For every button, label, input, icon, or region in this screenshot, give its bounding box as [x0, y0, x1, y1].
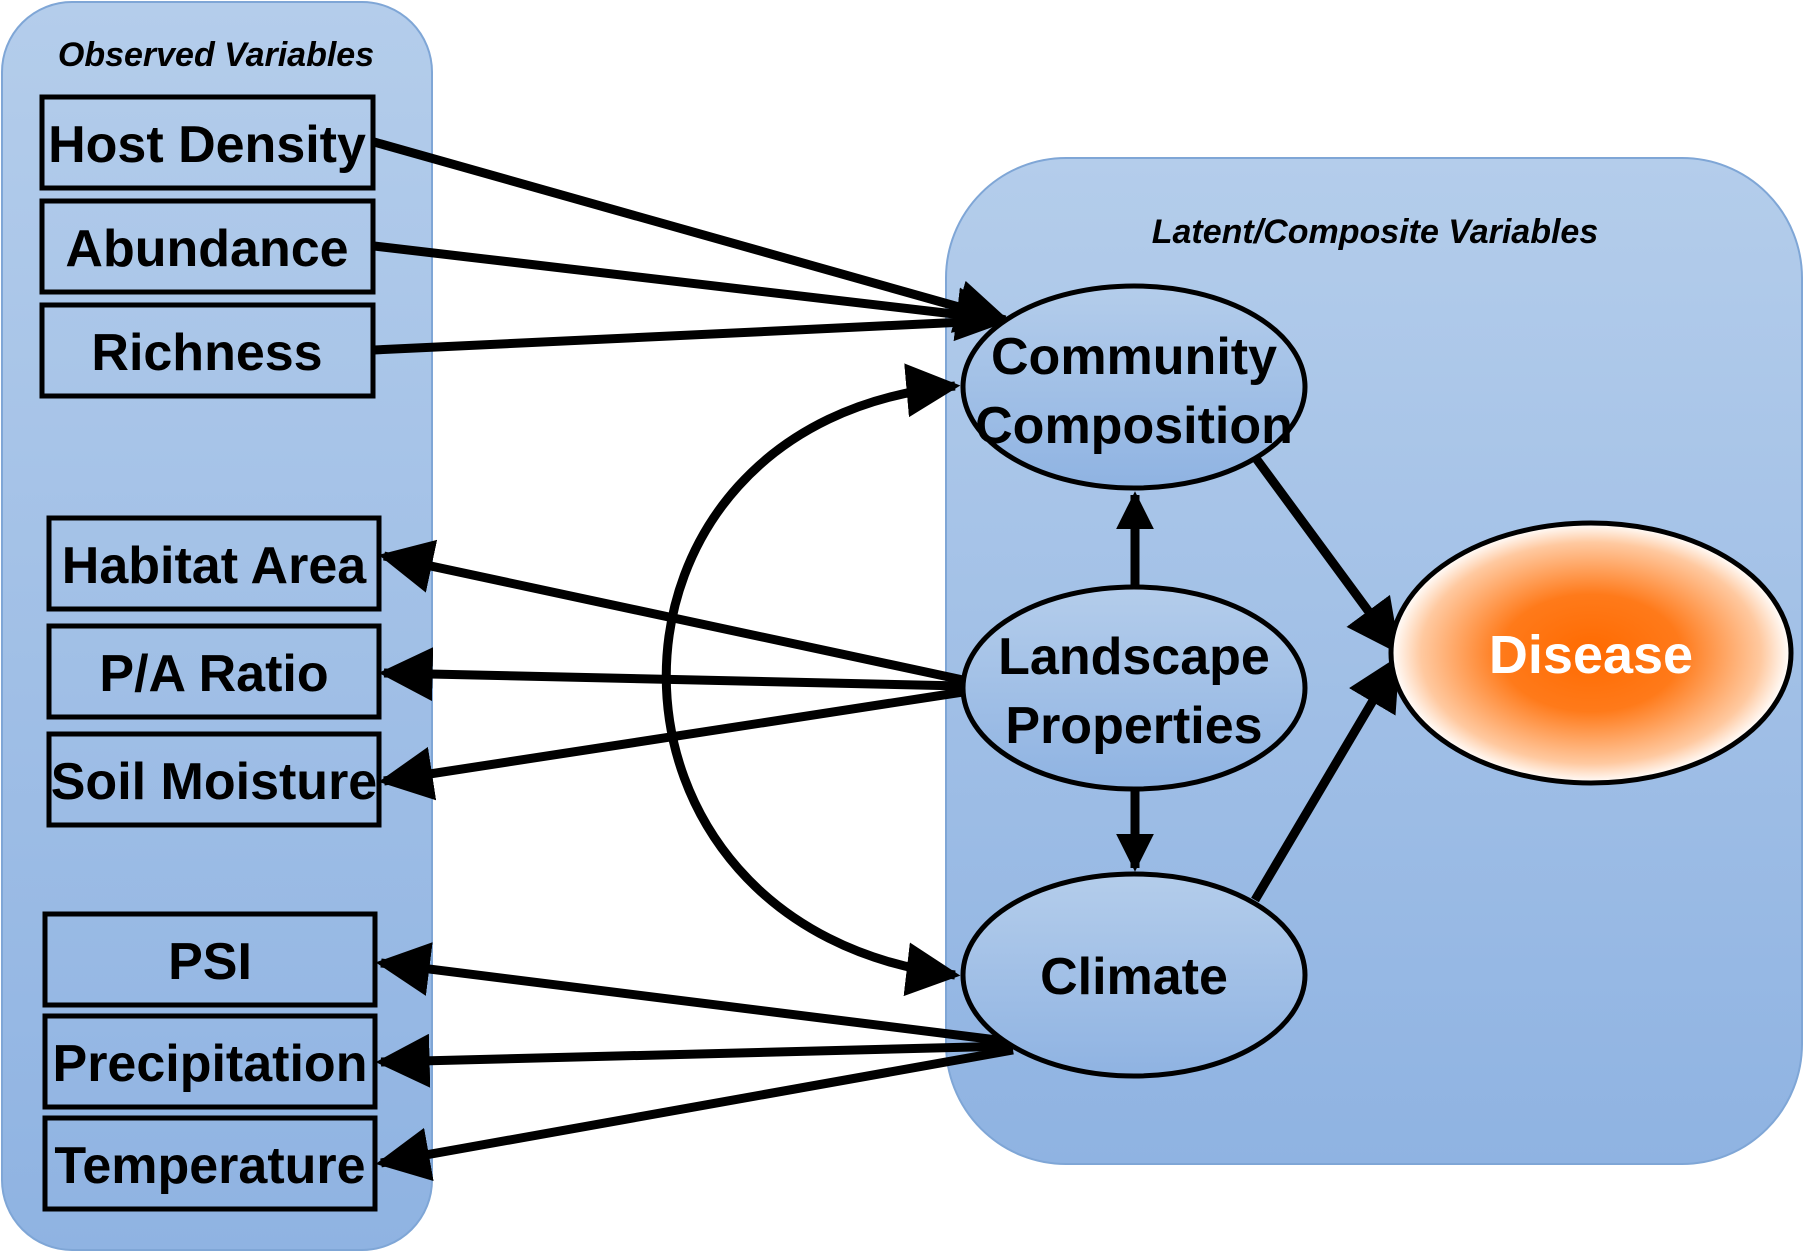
arrow-climate-to-psi	[375, 942, 1014, 1047]
observed-box-habitat-area: Habitat Area	[46, 515, 382, 612]
covariance-curve-community-climate	[661, 363, 961, 997]
observed-label-psi: PSI	[168, 933, 252, 991]
latent-label-landscape-line2: Properties	[1005, 697, 1262, 755]
arrow-host-density-to-community	[372, 137, 1011, 333]
latent-label-community-line2: Composition	[975, 397, 1293, 455]
latent-label-climate: Climate	[1040, 948, 1228, 1006]
observed-label-habitat-area: Habitat Area	[62, 537, 367, 595]
latent-panel-title: Latent/Composite Variables	[1152, 213, 1599, 251]
observed-box-abundance: Abundance	[39, 198, 376, 295]
observed-box-host-density: Host Density	[39, 94, 376, 191]
latent-label-community-line1: Community	[991, 328, 1277, 386]
observed-box-psi: PSI	[42, 911, 378, 1008]
observed-box-pa-ratio: P/A Ratio	[46, 623, 382, 720]
latent-node-landscape-properties: Landscape Properties	[960, 584, 1308, 792]
latent-label-landscape-line1: Landscape	[998, 628, 1270, 686]
observed-label-richness: Richness	[91, 324, 322, 382]
observed-box-precipitation: Precipitation	[42, 1013, 378, 1110]
observed-label-soil-moisture: Soil Moisture	[51, 753, 377, 811]
arrow-richness-to-community	[373, 317, 966, 355]
observed-label-pa-ratio: P/A Ratio	[99, 645, 328, 703]
arrow-community-to-disease	[1251, 454, 1401, 655]
observed-label-precipitation: Precipitation	[53, 1035, 368, 1093]
observed-box-soil-moisture: Soil Moisture	[46, 731, 382, 828]
arrow-climate-to-temperature	[375, 1045, 1014, 1182]
arrow-landscape-to-pa-ratio	[378, 647, 964, 702]
observed-box-temperature: Temperature	[42, 1115, 378, 1212]
observed-label-host-density: Host Density	[48, 116, 366, 174]
latent-node-community-composition: Community Composition	[960, 283, 1308, 491]
observed-label-temperature: Temperature	[54, 1137, 365, 1195]
observed-panel-title: Observed Variables	[58, 36, 374, 74]
outcome-label-disease: Disease	[1489, 625, 1693, 685]
latent-node-climate: Climate	[960, 871, 1308, 1079]
arrow-climate-to-precipitation	[375, 1033, 1014, 1088]
observed-box-richness: Richness	[39, 302, 376, 399]
outcome-node-disease: Disease	[1388, 520, 1794, 786]
observed-label-abundance: Abundance	[65, 220, 348, 278]
arrows	[372, 137, 1401, 1182]
arrow-abundance-to-community	[373, 241, 1011, 342]
arrow-climate-to-disease	[1251, 655, 1401, 903]
